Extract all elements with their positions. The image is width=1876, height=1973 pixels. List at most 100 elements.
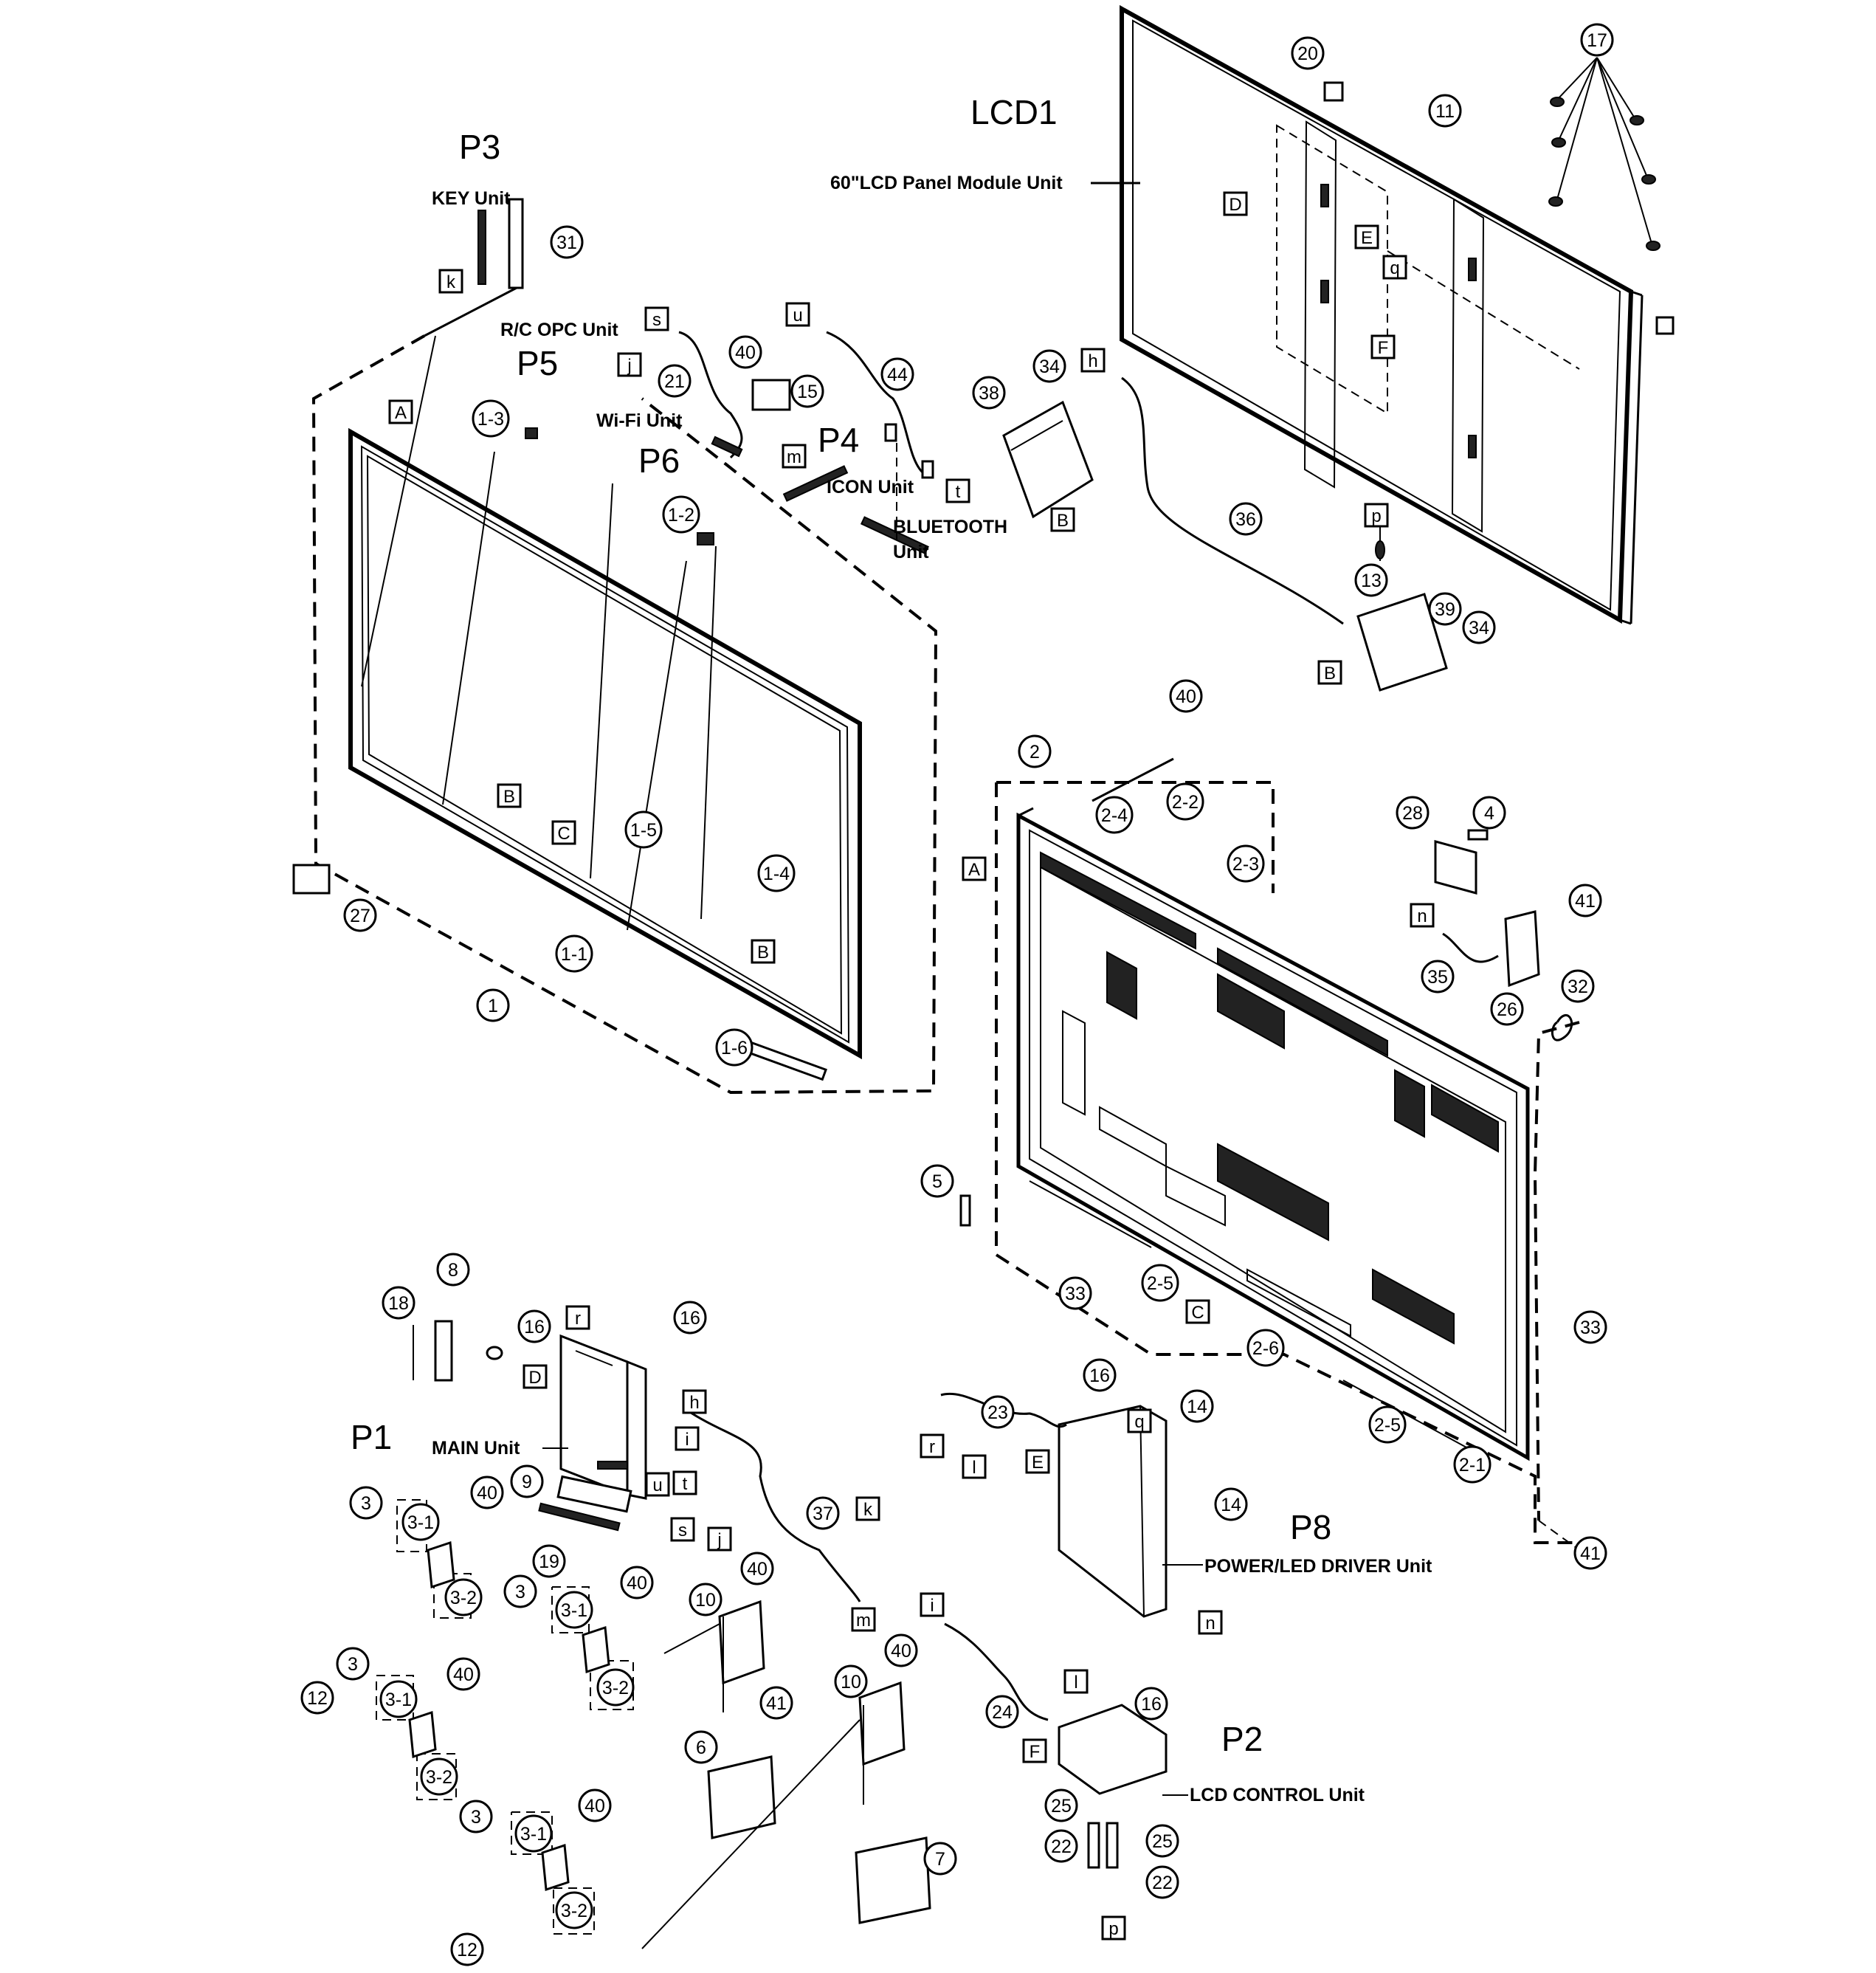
part-number-circle [1044,1788,1078,1822]
label-icon-unit: ICON Unit [827,477,914,497]
part-number-bubble: 39 [1428,592,1462,626]
connector-box: D [523,1364,548,1389]
part-number-circle [446,1657,480,1691]
part-number-circle [658,364,692,398]
part-number-text: 1-4 [763,864,790,884]
connector-box-frame [920,1433,945,1459]
connector-box-frame [551,820,576,845]
connector-box: u [645,1472,670,1497]
connector-box: q [1127,1408,1152,1433]
part-number-text: 12 [457,1940,477,1960]
label-lcd-panel: 60"LCD Panel Module Unit [830,173,1063,193]
connector-letter: p [1108,1919,1118,1939]
part-number-circle [981,1395,1015,1429]
label-lcd-control-unit: LCD CONTROL Unit [1190,1785,1365,1805]
connector-box: s [670,1517,695,1542]
part-number-bubble: 33 [1058,1276,1092,1310]
connector-box-frame [644,306,669,331]
part-number-text: 3 [348,1654,358,1675]
part-number-text: 15 [797,382,818,402]
part-number-text: 3 [515,1582,525,1602]
part-number-bubble: 33 [1573,1310,1607,1344]
connector-box: B [497,783,522,808]
connector-letter: C [1191,1303,1204,1323]
part-number-text: 34 [1039,357,1060,377]
part-number-circle [459,1800,493,1833]
part-number-text: 40 [735,342,756,363]
part-number-circle [740,1552,774,1585]
connector-letter: n [1205,1614,1215,1633]
part-number-text: 1-5 [630,820,657,841]
part-number-circle [1145,1865,1179,1899]
part-number-circle [401,1503,440,1541]
connector-letter: p [1371,506,1381,526]
label-main-unit: MAIN Unit [432,1438,520,1459]
connector-box-frame [438,269,463,294]
part-number-circle [510,1464,544,1498]
connector-letter: t [683,1474,688,1494]
part-number-circle [972,376,1006,410]
part-number-bubble: 1-4 [757,854,796,892]
part-number-bubble: 2-3 [1227,844,1265,883]
part-number-bubble: 3 [459,1800,493,1833]
part-number-circle [349,1486,383,1520]
connector-box: F [1370,334,1396,359]
connector-letter: n [1417,906,1427,926]
connector-box-frame [1382,255,1407,280]
connector-box: n [1410,903,1435,928]
connector-letter: k [446,272,456,292]
part-number-text: 16 [680,1308,700,1329]
part-number-bubble: 3 [349,1486,383,1520]
connector-box-frame [497,783,522,808]
part-number-circle [1472,796,1506,830]
part-number-bubble: 36 [1229,502,1263,536]
part-number-text: 3-2 [561,1901,587,1921]
connector-box-frame [855,1496,880,1521]
part-number-circle [1561,969,1595,1003]
part-number-circle [450,1932,484,1966]
part-number-circle [834,1664,868,1698]
part-number-circle [759,1686,793,1720]
part-number-circle [550,225,584,259]
part-number-circle [343,898,377,932]
connector-box-frame [1063,1669,1089,1694]
cable-21 [678,331,743,459]
part-number-bubble: 10 [834,1664,868,1698]
part-number-bubble: 27 [343,898,377,932]
connector-box: n [1198,1610,1223,1635]
screw-17-group [1548,57,1661,251]
part-number-circle [673,1301,707,1335]
part-number-bubble: 3-1 [555,1591,593,1629]
connector-letter: i [930,1596,934,1616]
part-number-text: 41 [1575,891,1596,912]
connector-box-frame [1022,1738,1047,1763]
part-number-circle [1453,1445,1492,1484]
part-number-text: 3-1 [385,1690,412,1710]
part-number-bubble: 2-1 [1453,1445,1492,1484]
part-number-text: 3 [471,1807,481,1828]
part-number-text: 14 [1187,1397,1207,1417]
part-number-text: 24 [992,1702,1013,1723]
part-number-bubble: 1-6 [715,1028,753,1067]
connector-box-frame [1364,503,1389,528]
part-number-text: 39 [1435,599,1455,620]
part-number-text: 44 [887,365,908,385]
connector-box: i [675,1426,700,1451]
connector-letter: C [557,824,570,844]
section-p5: P5 [517,344,558,382]
part-number-circle [880,357,914,391]
part-number-text: 38 [979,383,999,404]
part-number-bubble: 19 [532,1544,566,1578]
connector-letter: D [528,1368,541,1388]
part-number-circle [444,1578,483,1616]
part-number-text: 11 [1435,101,1455,122]
connector-letter: l [972,1458,976,1478]
section-p2: P2 [1221,1720,1263,1758]
part-number-text: 16 [524,1317,545,1337]
part-number-circle [1490,992,1524,1026]
connector-box: t [672,1470,697,1495]
connector-box: A [962,856,987,881]
connector-box: F [1022,1738,1047,1763]
part-number-circle [476,988,510,1022]
part-number-bubble: 14 [1214,1487,1248,1521]
